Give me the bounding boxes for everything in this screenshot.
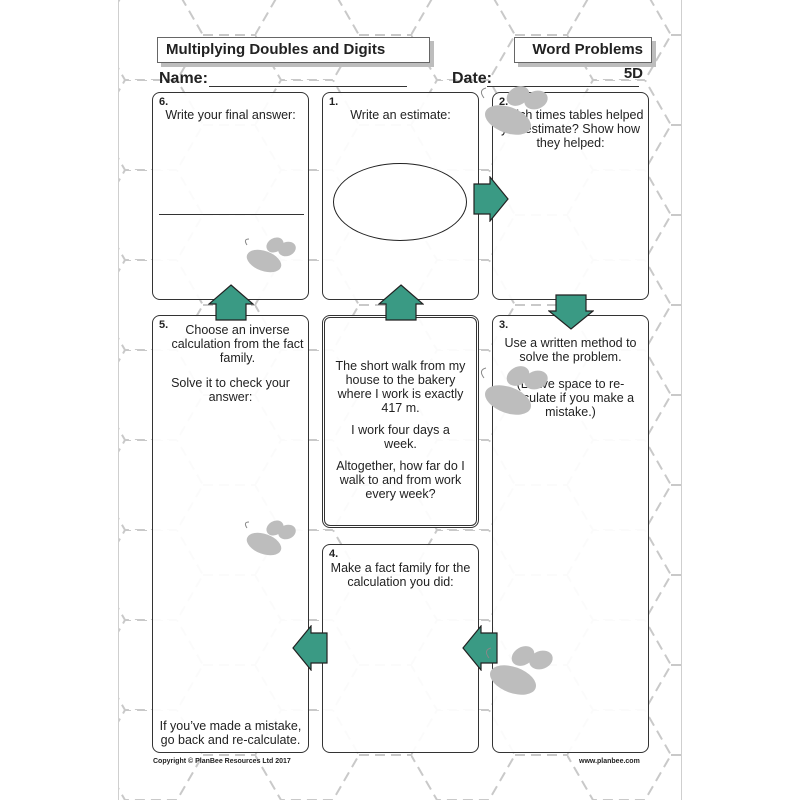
worksheet-title: Multiplying Doubles and Digits xyxy=(157,37,430,63)
box-step-6[interactable]: 6. Write your final answer: xyxy=(152,92,309,300)
bee-icon xyxy=(244,237,296,273)
step-instruction: Use a written method to solve the proble… xyxy=(504,336,637,364)
step-number: 1. xyxy=(329,96,339,108)
website-link[interactable]: www.planbee.com xyxy=(579,758,640,765)
word-problem-box: The short walk from my house to the bake… xyxy=(322,315,479,528)
block-arrow-icon xyxy=(548,294,594,330)
step-number: 3. xyxy=(499,319,509,331)
block-arrow-icon xyxy=(292,625,328,671)
name-label: Name: xyxy=(159,70,208,87)
problem-text-1: The short walk from my house to the bake… xyxy=(335,359,466,415)
step-instruction: Write your final answer: xyxy=(165,108,296,122)
step-instruction-mistake: If you’ve made a mistake, go back and re… xyxy=(159,719,302,747)
date-label: Date: xyxy=(452,70,493,87)
block-arrow-icon xyxy=(462,625,498,671)
bee-icon xyxy=(485,646,553,695)
box-step-1[interactable]: 1. Write an estimate: xyxy=(322,92,479,300)
step-instruction: Choose an inverse calculation from the f… xyxy=(171,323,304,365)
problem-text-3: Altogether, how far do I walk to and fro… xyxy=(336,459,465,501)
worksheet-page: Multiplying Doubles and Digits Word Prob… xyxy=(118,0,682,800)
estimate-oval[interactable] xyxy=(333,163,467,241)
block-arrow-icon xyxy=(473,176,509,222)
name-line[interactable] xyxy=(209,86,407,87)
block-arrow-icon xyxy=(378,284,424,321)
step-instruction-check: Solve it to check your answer: xyxy=(171,376,290,404)
box-step-4[interactable]: 4. Make a fact family for the calculatio… xyxy=(322,544,479,753)
step-instruction: Which times tables helped you estimate? … xyxy=(497,108,644,150)
block-arrow-icon xyxy=(208,284,254,321)
step-instruction: Write an estimate: xyxy=(350,108,451,122)
date-line[interactable] xyxy=(487,86,639,87)
step-number: 2. xyxy=(499,96,509,108)
bee-icon xyxy=(244,520,296,556)
worksheet-series: Word Problems 5D xyxy=(514,37,652,82)
copyright-text: Copyright © PlanBee Resources Ltd 2017 xyxy=(153,758,291,765)
step-number: 6. xyxy=(159,96,169,108)
step-number: 4. xyxy=(329,548,339,560)
step-instruction: Make a fact family for the calculation y… xyxy=(330,561,471,589)
bee-icon xyxy=(480,86,548,135)
bee-icon xyxy=(480,366,548,415)
problem-text-2: I work four days a week. xyxy=(351,423,450,451)
step-number: 5. xyxy=(159,319,169,331)
answer-line[interactable] xyxy=(159,214,304,215)
